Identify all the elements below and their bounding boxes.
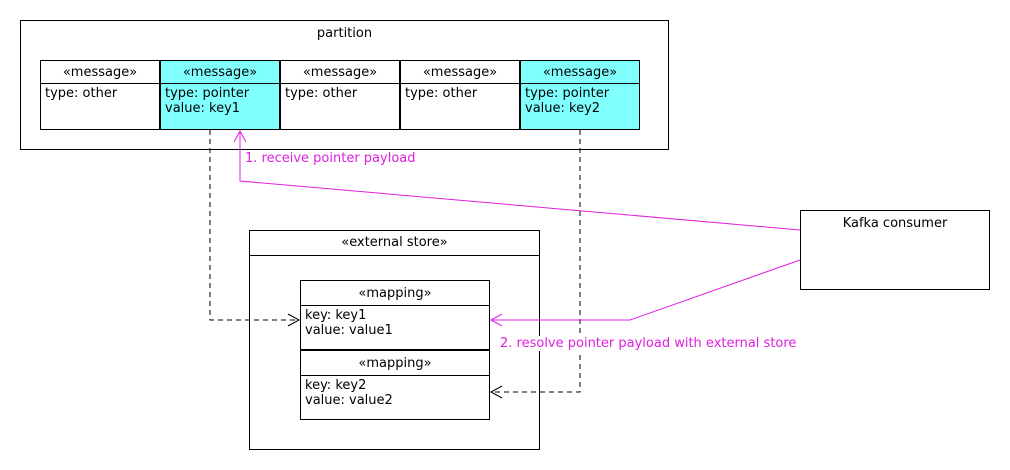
message-type: type: pointer — [165, 86, 250, 101]
message-divider — [521, 83, 639, 84]
message-divider — [41, 83, 159, 84]
kafka-consumer-title: Kafka consumer — [842, 216, 948, 231]
message-divider — [281, 83, 399, 84]
message-divider — [161, 83, 279, 84]
message-attributes: type: pointer value: key1 — [165, 86, 249, 116]
mapping-key: key: key2 — [305, 378, 367, 393]
message-node-pointer-key1: «message» type: pointer value: key1 — [160, 60, 280, 130]
message-value: value: key1 — [165, 101, 241, 116]
message-divider — [401, 83, 519, 84]
message-type: type: pointer — [525, 86, 610, 101]
mapping-attributes: key: key1 value: value1 — [305, 308, 393, 338]
message-node: «message» type: other — [280, 60, 400, 130]
mapping-stereotype: «mapping» — [358, 356, 432, 371]
external-store-title: «external store» — [341, 235, 448, 250]
kafka-consumer-box: Kafka consumer — [800, 210, 990, 290]
message-attributes: type: other — [285, 86, 357, 101]
mapping-node-key2: «mapping» key: key2 value: value2 — [300, 350, 490, 420]
mapping-stereotype: «mapping» — [358, 286, 432, 301]
message-node: «message» type: other — [400, 60, 520, 130]
message-attributes: type: other — [405, 86, 477, 101]
receive-edge-label: 1. receive pointer payload — [245, 151, 416, 166]
mapping-node-key1: «mapping» key: key1 value: value1 — [300, 280, 490, 350]
message-type: type: other — [285, 86, 358, 101]
message-node: «message» type: other — [40, 60, 160, 130]
message-stereotype: «message» — [62, 65, 138, 80]
resolve-edge-label: 2. resolve pointer payload with external… — [500, 336, 797, 351]
external-store-divider — [250, 255, 539, 256]
mapping-divider — [301, 375, 489, 376]
message-attributes: type: pointer value: key2 — [525, 86, 609, 116]
mapping-divider — [301, 305, 489, 306]
message-stereotype: «message» — [542, 65, 618, 80]
message-type: type: other — [405, 86, 478, 101]
message-value: value: key2 — [525, 101, 601, 116]
message-type: type: other — [45, 86, 118, 101]
mapping-key: key: key1 — [305, 308, 367, 323]
message-stereotype: «message» — [422, 65, 498, 80]
mapping-attributes: key: key2 value: value2 — [305, 378, 393, 408]
message-attributes: type: other — [45, 86, 117, 101]
message-stereotype: «message» — [182, 65, 258, 80]
message-stereotype: «message» — [302, 65, 378, 80]
mapping-value: value: value1 — [305, 323, 393, 338]
mapping-value: value: value2 — [305, 393, 393, 408]
partition-title: partition — [316, 26, 373, 41]
message-node-pointer-key2: «message» type: pointer value: key2 — [520, 60, 640, 130]
